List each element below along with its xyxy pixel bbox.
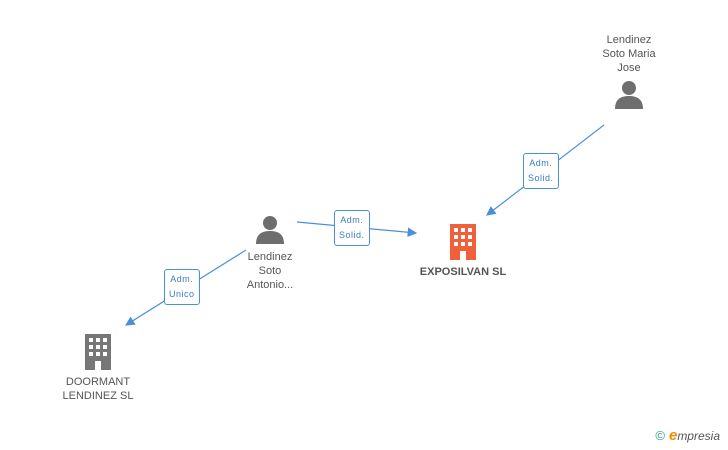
node-label: Jose [617,62,641,74]
node-label: Soto Maria [602,48,656,60]
building-icon [85,334,111,370]
node-doormant-lendinez-sl[interactable]: DOORMANT LENDINEZ SL [43,334,153,403]
empresia-logo: ©empresia [655,427,720,444]
node-label: Lendinez [247,251,293,263]
edge-label-antonio-doormant[interactable]: Adm. Unico [164,269,200,305]
node-label: EXPOSILVAN SL [419,266,507,278]
copyright-icon: © [655,428,665,443]
person-icon [256,216,284,244]
edge-label-maria-exposilvan[interactable]: Adm. Solid. [523,153,559,189]
building-icon [450,224,476,260]
person-icon [615,81,643,109]
node-exposilvan-sl[interactable]: EXPOSILVAN SL [403,224,523,279]
edge-label-antonio-exposilvan[interactable]: Adm. Solid. [334,210,370,246]
node-label: Lendinez [606,34,652,46]
node-lendinez-soto-antonio[interactable]: Lendinez Soto Antonio... [225,214,315,292]
node-label: Soto [258,265,282,277]
node-label: Antonio... [246,279,294,291]
node-label: LENDINEZ SL [62,390,134,402]
node-lendinez-soto-maria-jose[interactable]: Lendinez Soto Maria Jose [584,33,674,109]
node-label: DOORMANT [65,376,131,388]
